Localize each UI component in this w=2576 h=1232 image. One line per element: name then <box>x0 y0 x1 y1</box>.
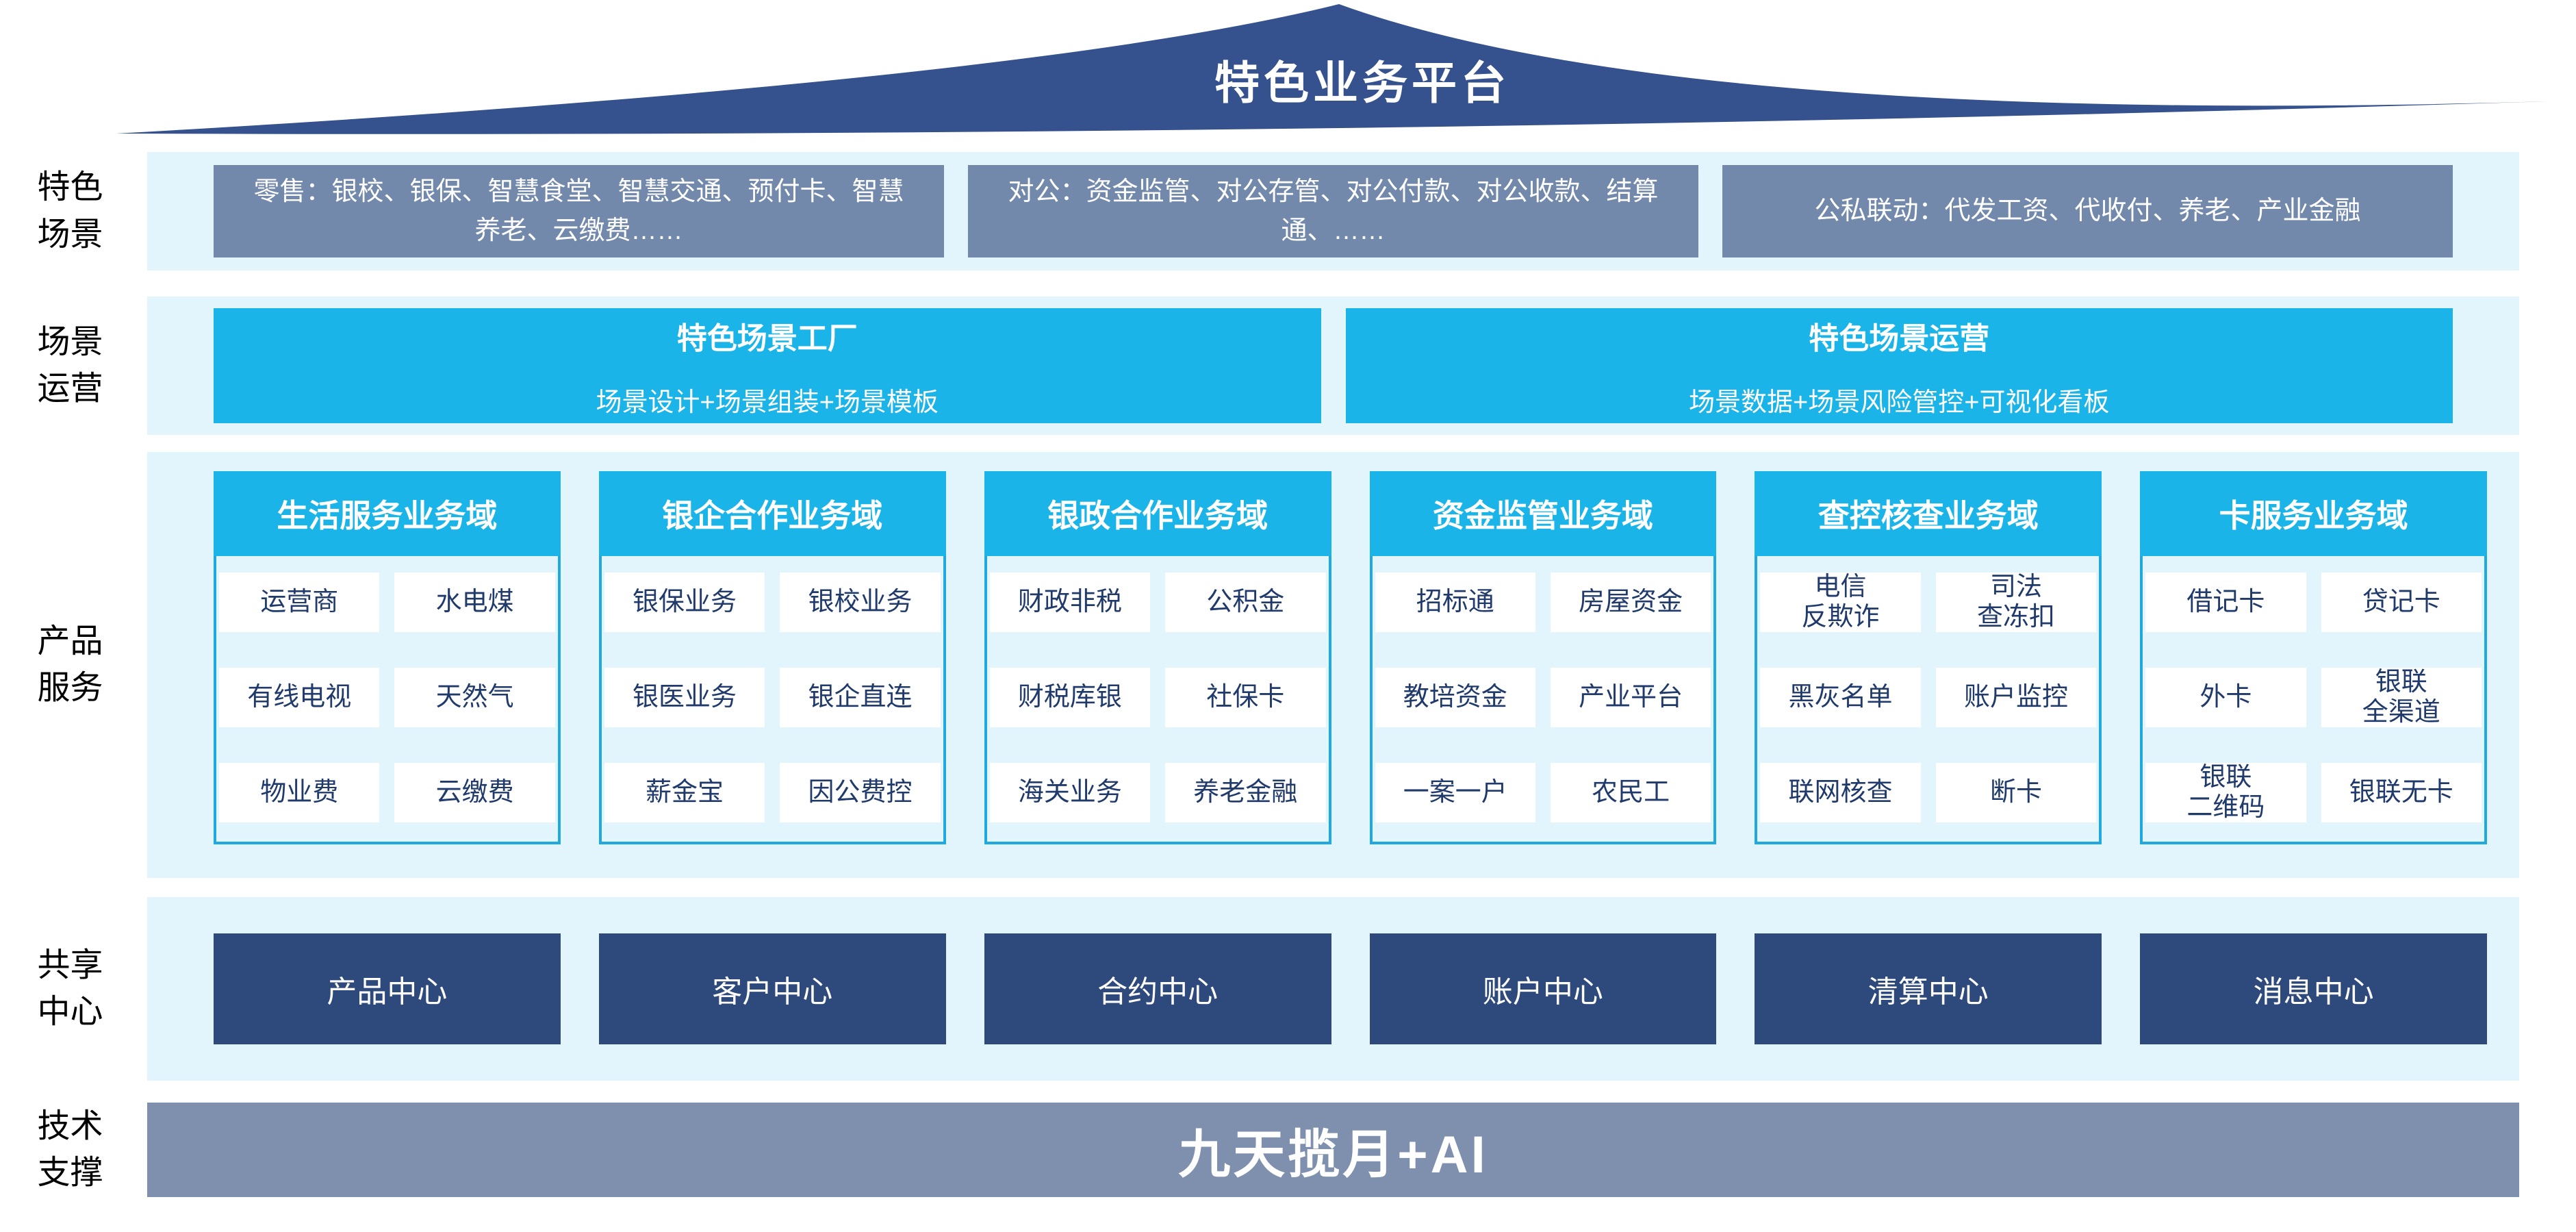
product-column-body: 财政非税 公积金 财税库银 社保卡 海关业务 养老金融 <box>984 556 1331 844</box>
center-box-contract: 合约中心 <box>984 933 1331 1044</box>
band-scenes: 零售：银校、银保、智慧食堂、智慧交通、预付卡、智慧养老、云缴费…… 对公：资金监… <box>147 152 2519 271</box>
product-cell: 联网核查 <box>1760 763 1921 822</box>
scene-box-corporate: 对公：资金监管、对公存管、对公付款、对公收款、结算通、…… <box>968 165 1698 257</box>
product-cell: 有线电视 <box>219 668 380 727</box>
product-column-life-services: 生活服务业务域 运营商 水电煤 有线电视 天然气 物业费 云缴费 <box>214 471 561 844</box>
product-cell: 银保业务 <box>604 573 765 632</box>
product-cell: 因公费控 <box>780 763 941 822</box>
roof-banner-shape <box>116 4 2548 134</box>
product-cell: 产业平台 <box>1550 668 1711 727</box>
product-cell: 水电煤 <box>394 573 555 632</box>
rail-label-products: 产品 服务 <box>37 623 103 706</box>
scene-box-retail: 零售：银校、银保、智慧食堂、智慧交通、预付卡、智慧养老、云缴费…… <box>214 165 944 257</box>
op-box-subtitle: 场景设计+场景组装+场景模板 <box>596 388 939 417</box>
product-cell: 电信 反欺诈 <box>1760 573 1921 632</box>
product-column-body: 电信 反欺诈 司法 查冻扣 黑灰名单 账户监控 联网核查 断卡 <box>1755 556 2102 844</box>
op-box-title: 特色场景运营 <box>1809 321 1990 355</box>
product-column-card-services: 卡服务业务域 借记卡 贷记卡 外卡 银联 全渠道 银联 二维码 银联无卡 <box>2140 471 2487 844</box>
product-cell: 贷记卡 <box>2321 573 2482 632</box>
product-cell: 天然气 <box>394 668 555 727</box>
product-column-inquiry-verification: 查控核查业务域 电信 反欺诈 司法 查冻扣 黑灰名单 账户监控 联网核查 断卡 <box>1755 471 2102 844</box>
product-cell: 司法 查冻扣 <box>1935 573 2097 632</box>
product-column-header: 查控核查业务域 <box>1755 471 2102 556</box>
rail-label-operations: 场景 运营 <box>37 323 103 407</box>
product-column-body: 招标通 房屋资金 教培资金 产业平台 一案一户 农民工 <box>1369 556 1717 844</box>
product-column-body: 运营商 水电煤 有线电视 天然气 物业费 云缴费 <box>214 556 561 844</box>
product-cell: 借记卡 <box>2145 573 2306 632</box>
product-column-header: 卡服务业务域 <box>2140 471 2487 556</box>
tech-support-banner: 九天揽月+AI <box>147 1103 2519 1197</box>
product-cell: 黑灰名单 <box>1760 668 1921 727</box>
product-cell: 银医业务 <box>604 668 765 727</box>
product-column-bank-enterprise: 银企合作业务域 银保业务 银校业务 银医业务 银企直连 薪金宝 因公费控 <box>598 471 946 844</box>
product-column-fund-supervision: 资金监管业务域 招标通 房屋资金 教培资金 产业平台 一案一户 农民工 <box>1369 471 1717 844</box>
op-box-subtitle: 场景数据+场景风险管控+可视化看板 <box>1689 388 2110 417</box>
product-column-header: 资金监管业务域 <box>1369 471 1717 556</box>
product-cell: 海关业务 <box>989 763 1151 822</box>
product-cell: 银联 二维码 <box>2145 763 2306 822</box>
op-box-scene-operation: 特色场景运营 场景数据+场景风险管控+可视化看板 <box>1345 308 2453 423</box>
rail-label-scenes: 特色 场景 <box>37 169 103 253</box>
product-cell: 银联无卡 <box>2321 763 2482 822</box>
diagram-title: 特色业务平台 <box>1214 58 1510 108</box>
product-cell: 物业费 <box>219 763 380 822</box>
band-operations: 特色场景工厂 场景设计+场景组装+场景模板 特色场景运营 场景数据+场景风险管控… <box>147 297 2519 435</box>
product-cell: 教培资金 <box>1375 668 1535 727</box>
center-box-product: 产品中心 <box>214 933 561 1044</box>
product-column-header: 银政合作业务域 <box>984 471 1331 556</box>
product-cell: 社保卡 <box>1165 668 1326 727</box>
product-cell: 云缴费 <box>394 763 555 822</box>
product-cell: 薪金宝 <box>604 763 765 822</box>
product-cell: 财政非税 <box>989 573 1151 632</box>
product-cell: 运营商 <box>219 573 380 632</box>
op-box-scene-factory: 特色场景工厂 场景设计+场景组装+场景模板 <box>214 308 1321 423</box>
op-box-title: 特色场景工厂 <box>676 321 858 355</box>
center-box-message: 消息中心 <box>2140 933 2487 1044</box>
product-cell: 财税库银 <box>989 668 1151 727</box>
scene-box-linkage: 公私联动：代发工资、代收付、养老、产业金融 <box>1722 165 2453 257</box>
product-column-header: 银企合作业务域 <box>598 471 946 556</box>
band-products: 生活服务业务域 运营商 水电煤 有线电视 天然气 物业费 云缴费 银企合作业务域… <box>147 452 2519 878</box>
product-cell: 公积金 <box>1165 573 1326 632</box>
product-cell: 招标通 <box>1375 573 1535 632</box>
product-cell: 外卡 <box>2145 668 2306 727</box>
center-box-customer: 客户中心 <box>598 933 946 1044</box>
product-cell: 账户监控 <box>1935 668 2097 727</box>
product-column-body: 银保业务 银校业务 银医业务 银企直连 薪金宝 因公费控 <box>598 556 946 844</box>
product-cell: 农民工 <box>1550 763 1711 822</box>
product-cell: 养老金融 <box>1165 763 1326 822</box>
center-box-account: 账户中心 <box>1369 933 1717 1044</box>
product-cell: 银联 全渠道 <box>2321 668 2482 727</box>
product-cell: 断卡 <box>1935 763 2097 822</box>
roof-polygon <box>116 4 2548 134</box>
product-column-bank-government: 银政合作业务域 财政非税 公积金 财税库银 社保卡 海关业务 养老金融 <box>984 471 1331 844</box>
product-cell: 银校业务 <box>780 573 941 632</box>
rail-label-shared: 共享 中心 <box>37 946 103 1030</box>
band-shared-centers: 产品中心 客户中心 合约中心 账户中心 清算中心 消息中心 <box>147 897 2519 1081</box>
product-cell: 一案一户 <box>1375 763 1535 822</box>
product-column-body: 借记卡 贷记卡 外卡 银联 全渠道 银联 二维码 银联无卡 <box>2140 556 2487 844</box>
product-cell: 银企直连 <box>780 668 941 727</box>
rail-label-tech: 技术 支撑 <box>37 1107 103 1191</box>
product-cell: 房屋资金 <box>1550 573 1711 632</box>
product-column-header: 生活服务业务域 <box>214 471 561 556</box>
center-box-clearing: 清算中心 <box>1755 933 2102 1044</box>
